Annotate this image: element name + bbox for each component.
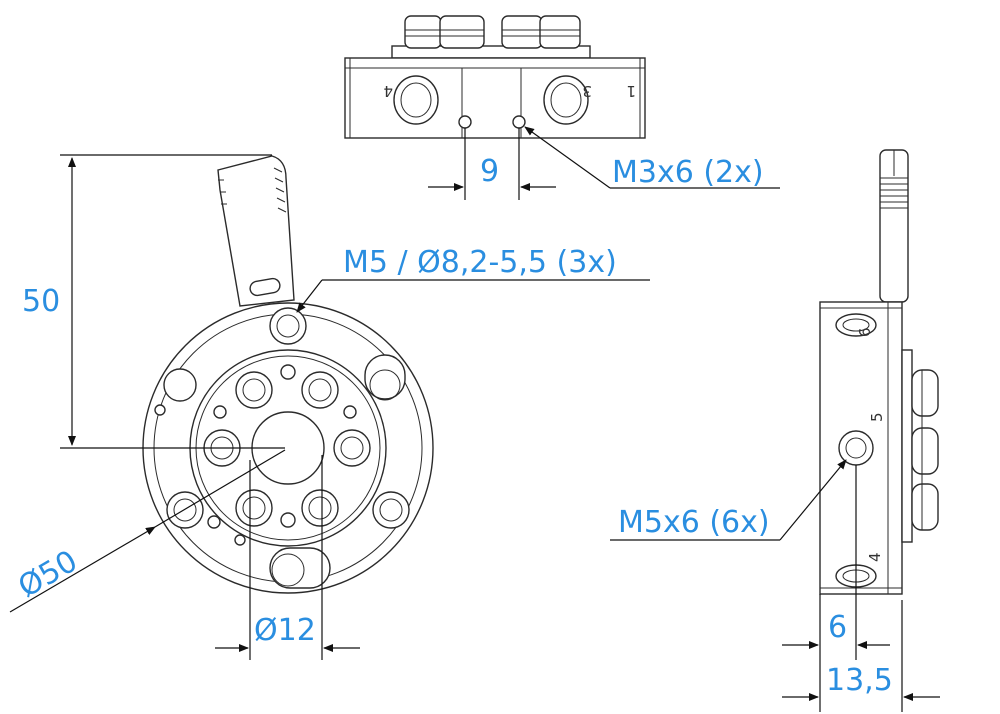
side-port-5 <box>838 430 874 466</box>
dim-50: 50 <box>22 284 60 319</box>
dim-9: 9 <box>480 154 499 189</box>
dim-diameter-12: Ø12 <box>254 613 316 648</box>
m3-hole-right <box>512 115 526 129</box>
side-fitting-2 <box>911 427 939 475</box>
counterbore-hole-left <box>166 491 204 529</box>
front-view: 50 M5 / Ø8,2-5,5 (3x) Ø50 Ø12 <box>9 154 650 660</box>
side-port-6 <box>835 313 877 337</box>
m3-hole-left <box>458 115 472 129</box>
dim-6: 6 <box>828 610 847 645</box>
top-fittings <box>391 15 591 59</box>
lever-arm <box>217 155 295 307</box>
counterbore-hole-right <box>372 491 410 529</box>
dim-m3x6: M3x6 (2x) <box>612 155 764 190</box>
side-port-label-6: 6 <box>856 327 874 337</box>
dim-m5x6: M5x6 (6x) <box>618 505 770 540</box>
top-port-label-1: 1 <box>626 82 636 100</box>
side-fitting-1 <box>911 369 939 417</box>
dim-m5-counterbore: M5 / Ø8,2-5,5 (3x) <box>343 245 617 280</box>
side-port-label-4: 4 <box>866 552 884 562</box>
top-view-body <box>344 57 646 139</box>
counterbore-hole-top <box>269 307 307 345</box>
top-port-label-3: 3 <box>582 82 592 100</box>
side-fitting-3 <box>911 483 939 531</box>
dim-diameter-50: Ø50 <box>13 544 84 605</box>
side-port-label-5: 5 <box>868 412 886 422</box>
dim-13-5: 13,5 <box>826 663 893 698</box>
top-port-label-4: 4 <box>383 82 393 100</box>
side-view: 6 5 4 M5x6 (6x) 6 13,5 <box>610 149 940 712</box>
top-view: 4 3 1 9 M3x6 (2x) <box>344 15 780 200</box>
